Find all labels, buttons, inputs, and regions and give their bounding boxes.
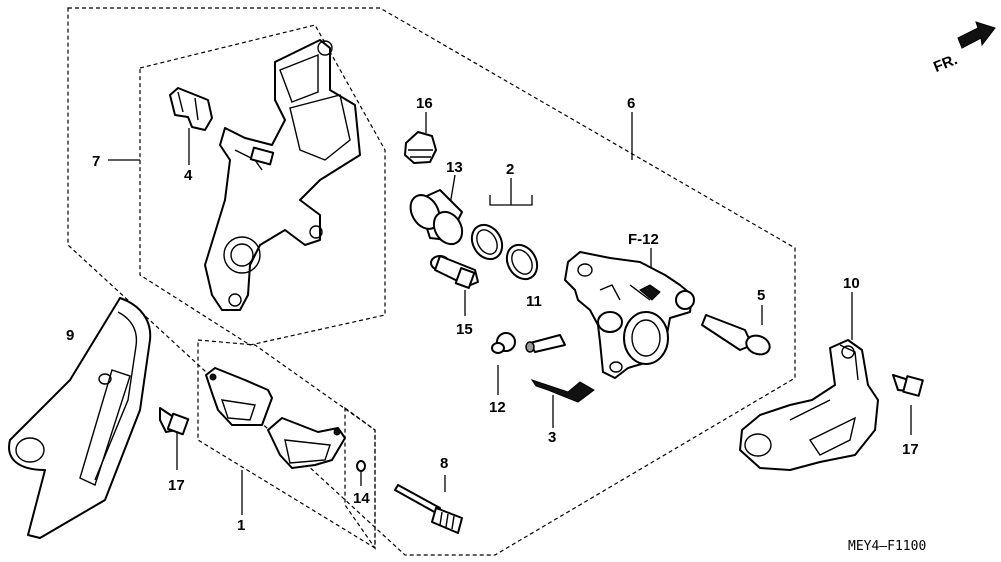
label-part-7: 7 [92,153,100,170]
label-part-15: 15 [456,321,473,338]
label-part-8: 8 [440,455,448,472]
label-part-17-left: 17 [168,477,185,494]
reference-f12: F-12 [628,231,659,248]
bleeder-12 [491,332,566,354]
guard-plate-9 [8,297,152,539]
label-part-5: 5 [757,287,765,304]
front-direction-label: FR. [931,51,960,76]
label-part-14: 14 [353,490,370,507]
caliper-body-6 [564,251,695,379]
label-part-4: 4 [184,167,193,184]
piston-13 [409,189,464,246]
diagram-code: MEY4–F1100 [848,539,926,554]
pad-subset-outline-14 [344,406,376,550]
leader-lines [108,112,912,515]
label-part-9: 9 [66,327,74,344]
bolt-17-left [159,407,190,436]
part-labels: 7 4 16 13 2 6 F-12 5 10 11 15 9 12 3 17 … [66,95,919,534]
label-part-3: 3 [548,429,556,446]
pad-pin-8 [394,484,463,534]
label-part-11: 11 [526,293,542,310]
label-part-12: 12 [489,399,506,416]
label-part-16: 16 [416,95,433,112]
label-part-1: 1 [237,517,245,534]
seal-set-2 [470,223,539,281]
bolt-17-right [892,374,924,397]
pad-set-outline-1 [197,339,376,550]
pin-bolt-5 [701,314,771,356]
bracket-outline-7 [139,24,386,346]
label-part-6: 6 [627,95,635,112]
pad-retainer-3 [530,379,595,403]
slide-pin-15 [430,255,479,289]
pad-spring-4 [169,87,213,131]
caliper-guard-10 [739,339,879,471]
label-part-2: 2 [506,161,514,178]
boot-16 [404,131,437,164]
label-part-10: 10 [843,275,860,292]
label-part-17-right: 17 [902,441,919,458]
front-direction-arrow-icon: FR. [931,21,996,76]
assembly-outline-6 [67,7,796,556]
brake-pads-1 [205,367,366,472]
caliper-bracket-7 [204,39,361,311]
label-part-13: 13 [446,159,463,176]
